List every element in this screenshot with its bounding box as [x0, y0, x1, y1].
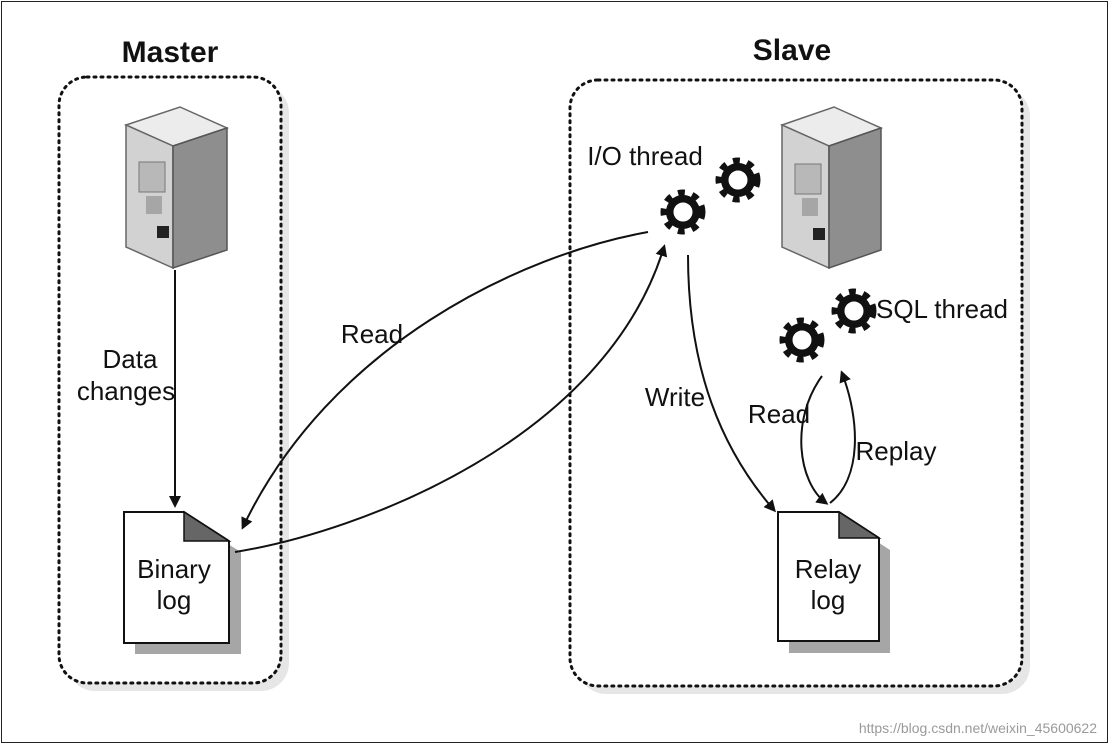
read-label-main: Read: [341, 319, 403, 349]
sql-thread-label: SQL thread: [876, 294, 1008, 324]
read-arrow-to-io-thread: [234, 244, 668, 553]
slave-title: Slave: [753, 34, 831, 67]
replay-arrow: [829, 370, 856, 504]
slave-server-icon: [779, 106, 884, 270]
sql-read-arrow: [800, 375, 829, 505]
binary-log-label-line2: log: [157, 585, 192, 615]
binary-log-document: [123, 510, 241, 654]
watermark: https://blog.csdn.net/weixin_45600622: [859, 720, 1097, 736]
write-label: Write: [645, 382, 705, 412]
replay-label: Replay: [856, 436, 937, 466]
write-arrow: [687, 254, 776, 513]
master-server-icon: [123, 106, 230, 270]
sql-read-label: Read: [748, 399, 810, 429]
io-thread-label: I/O thread: [587, 141, 703, 171]
master-title: Master: [122, 36, 219, 69]
relay-log-label-line1: Relay: [795, 554, 861, 584]
data-changes-label-line2: changes: [77, 376, 175, 406]
binary-log-label-line1: Binary: [137, 554, 211, 584]
relay-log-label-line2: log: [811, 585, 846, 615]
relay-log-document: [777, 510, 890, 653]
read-arrow-to-binary-log: [241, 231, 649, 530]
data-changes-label-line1: Data: [103, 344, 158, 374]
